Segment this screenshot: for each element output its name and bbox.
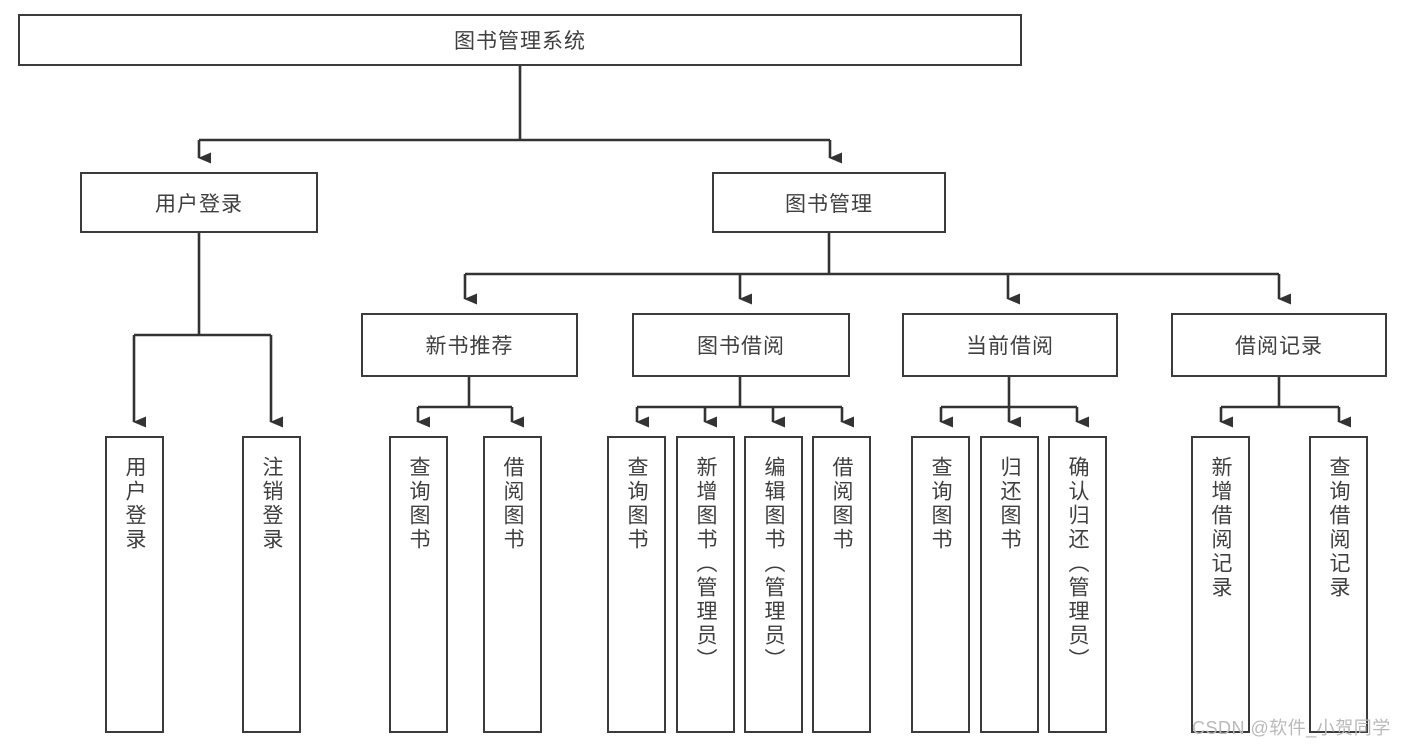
leaf-label: 查询借阅记录	[1327, 456, 1350, 600]
node-label: 图书借阅	[697, 335, 785, 358]
leaf-add-borrow-record[interactable]: 新增借阅记录	[1191, 436, 1250, 733]
leaf-label: 用户登录	[123, 456, 146, 552]
leaf-edit-book-admin[interactable]: 编辑图书（管理员）	[744, 436, 803, 733]
leaf-label: 新增图书（管理员）	[694, 456, 717, 672]
node-label: 当前借阅	[966, 335, 1054, 358]
leaf-label: 确认归还（管理员）	[1066, 456, 1089, 672]
leaf-label: 查询图书	[929, 456, 952, 552]
leaf-label: 查询图书	[625, 456, 648, 552]
node-label: 借阅记录	[1235, 335, 1323, 358]
node-label: 用户登录	[155, 192, 243, 216]
leaf-borrow-book-recommend[interactable]: 借阅图书	[483, 436, 542, 733]
leaf-label: 查询图书	[407, 456, 430, 552]
leaf-label: 编辑图书（管理员）	[762, 456, 785, 672]
leaf-query-book-current[interactable]: 查询图书	[911, 436, 970, 733]
leaf-return-book[interactable]: 归还图书	[980, 436, 1039, 733]
node-label: 新书推荐	[425, 335, 514, 358]
node-root-system[interactable]: 图书管理系统	[18, 14, 1022, 66]
leaf-label: 借阅图书	[830, 456, 853, 552]
leaf-query-book[interactable]: 查询图书	[607, 436, 666, 733]
node-current-borrow[interactable]: 当前借阅	[902, 313, 1118, 377]
leaf-borrow-book[interactable]: 借阅图书	[812, 436, 871, 733]
leaf-add-book-admin[interactable]: 新增图书（管理员）	[676, 436, 735, 733]
leaf-user-login[interactable]: 用户登录	[105, 436, 164, 733]
leaf-label: 注销登录	[260, 456, 283, 552]
node-label: 图书管理系统	[454, 30, 586, 53]
watermark-text: CSDN @软件_小贺同学	[1192, 718, 1391, 738]
leaf-label: 借阅图书	[501, 456, 524, 552]
node-book-management[interactable]: 图书管理	[712, 172, 946, 233]
leaf-confirm-return-admin[interactable]: 确认归还（管理员）	[1048, 436, 1107, 733]
leaf-query-borrow-record[interactable]: 查询借阅记录	[1309, 436, 1368, 733]
leaf-query-book-recommend[interactable]: 查询图书	[389, 436, 448, 733]
leaf-label: 新增借阅记录	[1209, 456, 1232, 600]
node-user-login[interactable]: 用户登录	[80, 172, 318, 233]
node-label: 图书管理	[785, 192, 873, 216]
node-new-book-recommend[interactable]: 新书推荐	[361, 313, 578, 377]
leaf-logout[interactable]: 注销登录	[242, 436, 301, 733]
leaf-label: 归还图书	[998, 456, 1021, 552]
node-borrow-record[interactable]: 借阅记录	[1171, 313, 1387, 377]
node-book-borrow[interactable]: 图书借阅	[632, 313, 850, 377]
